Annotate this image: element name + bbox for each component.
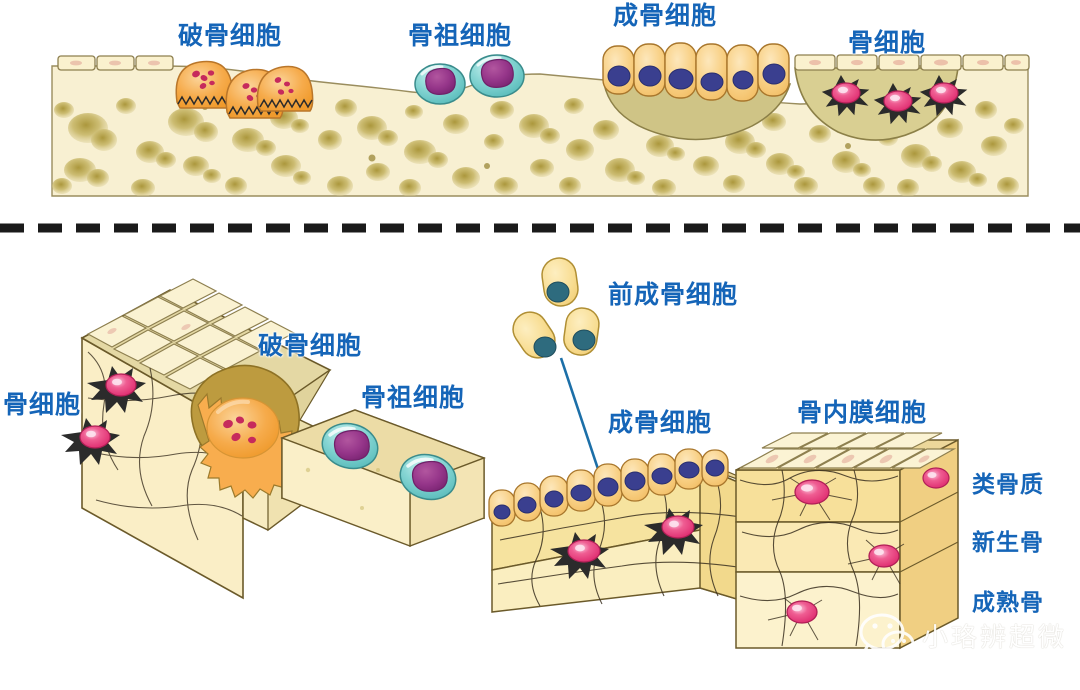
osteocyte [922,467,950,489]
osteocyte [786,600,818,624]
osteoblast [664,42,697,99]
osteoclast-group-top [175,60,314,119]
osteocyte [550,532,609,579]
top-bone-slab [51,42,1030,197]
osteoblast [695,43,728,101]
osteocyte [919,74,968,117]
osteoblast [593,463,623,507]
preosteoblast-group [512,257,612,498]
watermark-text: 小珞辨超微 [922,623,1068,653]
osteoblast [633,43,666,97]
label-osteocyte-top: 骨细胞 [848,28,927,57]
osteocyte [87,366,146,413]
label-osteoid: 类骨质 [972,472,1044,498]
label-osteoblast-bottom: 成骨细胞 [608,408,713,437]
osteocyte [794,479,830,505]
label-new-bone: 新生骨 [972,530,1044,556]
osteoblast [757,43,790,97]
osteoblast [539,475,569,517]
preosteoblast-cell [541,257,579,307]
osteoblast [647,453,677,496]
osteoblast-row-top [602,42,790,102]
osteocyte [868,544,900,568]
osteoprogenitor-cell [321,422,379,470]
osteoclast-granules [192,70,215,89]
label-osteoprogenitor-top: 骨祖细胞 [408,21,513,50]
label-mature-bone: 成熟骨 [972,590,1044,616]
label-osteoclast-bottom: 破骨细胞 [258,331,363,360]
osteoprogenitor-cell [414,63,466,105]
label-osteocyte-bottom: 骨细胞 [3,390,82,419]
block-endosteal [735,432,959,650]
osteoblast-row-bottom [488,448,729,527]
lining-cell-row-right [794,54,1030,71]
osteoblast [674,448,704,490]
osteoblast [726,44,759,102]
label-osteoclast-top: 破骨细胞 [178,21,283,50]
label-osteoblast-top: 成骨细胞 [613,1,718,30]
osteoprogenitor-cell [469,54,525,98]
osteoprogenitor-cell [399,453,457,501]
osteoclast-granules [223,416,257,444]
osteoblast [620,458,650,502]
osteocyte [61,418,120,465]
osteocyte [873,82,922,125]
osteocyte [644,508,703,555]
osteocyte [821,74,870,117]
wechat-icon [859,613,915,662]
osteoblast [513,482,542,522]
label-preosteoblast: 前成骨细胞 [608,280,739,309]
endosteal-cell-row [739,432,957,469]
osteoblast [602,45,635,95]
osteoclast [256,65,314,112]
osteoprogenitor-group-top [414,54,525,105]
block-osteoblast [488,448,781,614]
osteoblast [488,489,516,527]
block-osteoprogenitor [280,409,486,548]
osteoblast [701,449,729,487]
preosteoblast-cell [512,311,557,359]
preosteoblast-cell [563,307,600,356]
label-endosteal-cell: 骨内膜细胞 [797,398,928,427]
label-osteoprogenitor-bottom: 骨祖细胞 [361,383,466,412]
layer-mature-bone [735,571,901,649]
lining-cell-row-left [57,55,174,71]
osteocyte-group-top [821,74,968,125]
osteoblast [566,469,596,512]
